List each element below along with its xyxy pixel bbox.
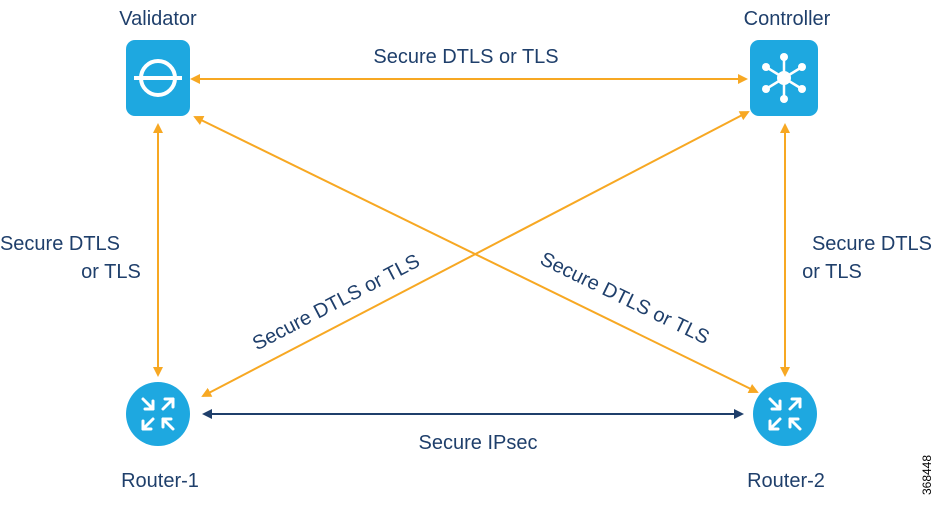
router1-node: Router-1 [121,382,199,492]
validator-router1-link-label-line2: or TLS [81,261,141,283]
validator-label: Validator [119,8,197,30]
controller-label: Controller [744,8,831,30]
figure-id: 368448 [920,455,934,495]
controller-node: Controller [744,8,831,116]
validator-router2-link-label: Secure DTLS or TLS [537,248,713,349]
validator-node: Validator [119,8,197,116]
controller-hub-icon [750,40,818,116]
router2-label: Router-2 [747,470,825,492]
router2-node: Router-2 [747,382,825,492]
router-icon [126,382,190,446]
router1-router2-link-label: Secure IPsec [419,432,538,454]
router1-controller-arrow [201,111,750,397]
router1-controller-link-label: Secure DTLS or TLS [249,250,423,355]
validator-icon [126,40,190,116]
validator-controller-link-label: Secure DTLS or TLS [373,46,558,68]
router-icon [753,382,817,446]
router1-label: Router-1 [121,470,199,492]
validator-router1-link-label-line1: Secure DTLS [0,233,120,255]
controller-router2-link-label-line1: Secure DTLS [812,233,932,255]
controller-router2-link-label-line2: or TLS [802,261,862,283]
